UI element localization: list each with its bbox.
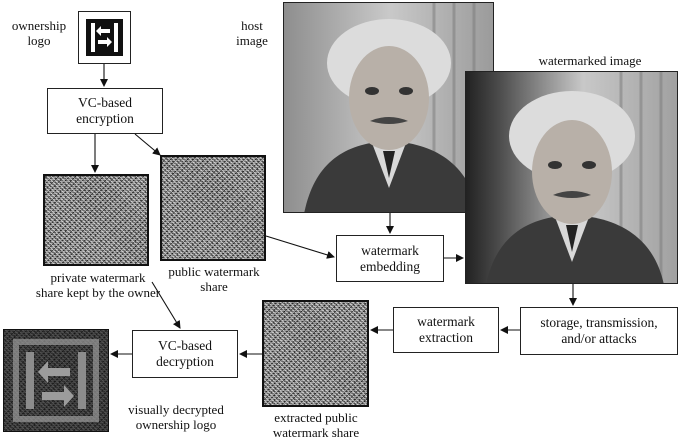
extracted-share-label: extracted public watermark share [250,410,382,440]
storage-line1: storage, transmission, [540,315,658,330]
private-share-label: private watermark share kept by the owne… [8,270,188,300]
private-share-label-line1: private watermark [50,270,146,285]
ownership-logo-label-line2: logo [27,33,51,48]
decrypted-logo-label: visually decrypted ownership logo [110,402,242,432]
host-image-label: host image [224,18,280,48]
host-image-label-line2: image [236,33,268,48]
decrypted-logo-noise [4,330,108,431]
decrypted-logo-label-line1: visually decrypted [128,402,224,417]
vc-encryption-box: VC-based encryption [47,88,163,134]
watermark-extraction-line2: extraction [419,330,473,345]
private-share-label-line2: share kept by the owner [35,285,161,300]
public-share-label: public watermark share [150,264,278,294]
storage-transmission-box: storage, transmission, and/or attacks [520,307,678,355]
watermark-extraction-line1: watermark [417,314,475,329]
decrypted-logo-icon [3,329,109,432]
watermarked-image-label-text: watermarked image [538,53,642,68]
public-share-label-line2: share [200,279,228,294]
decrypted-logo-label-line2: ownership logo [135,417,217,432]
watermarked-image-label: watermarked image [520,53,660,68]
extracted-public-watermark-share [262,300,369,407]
ownership-logo-icon [78,11,131,64]
arrow-private-to-decryption [151,281,181,329]
vc-decryption-box: VC-based decryption [132,330,238,378]
arrow-encryption-to-public [134,133,161,156]
extracted-share-label-line1: extracted public [274,410,358,425]
host-image-label-line1: host [241,18,263,33]
watermark-embedding-box: watermark embedding [336,235,444,282]
ownership-logo-label: ownership logo [4,18,74,48]
ownership-logo-label-line1: ownership [11,18,67,33]
vc-decryption-line1: VC-based [157,338,212,353]
watermarked-image [465,71,678,284]
public-share-label-line1: public watermark [168,264,260,279]
vc-encryption-line2: encryption [76,111,134,126]
watermark-embedding-line1: watermark [361,242,419,258]
extracted-share-label-line2: watermark share [272,425,360,440]
watermark-embedding-line2: embedding [360,258,420,274]
public-watermark-share [160,155,266,261]
host-image [283,2,494,213]
vc-decryption-line2: decryption [156,354,214,369]
arrow-public-to-embedding [265,235,335,259]
storage-line2: and/or attacks [561,331,637,346]
private-watermark-share [43,174,149,266]
watermark-extraction-box: watermark extraction [393,307,499,353]
vc-encryption-line1: VC-based [77,95,132,110]
